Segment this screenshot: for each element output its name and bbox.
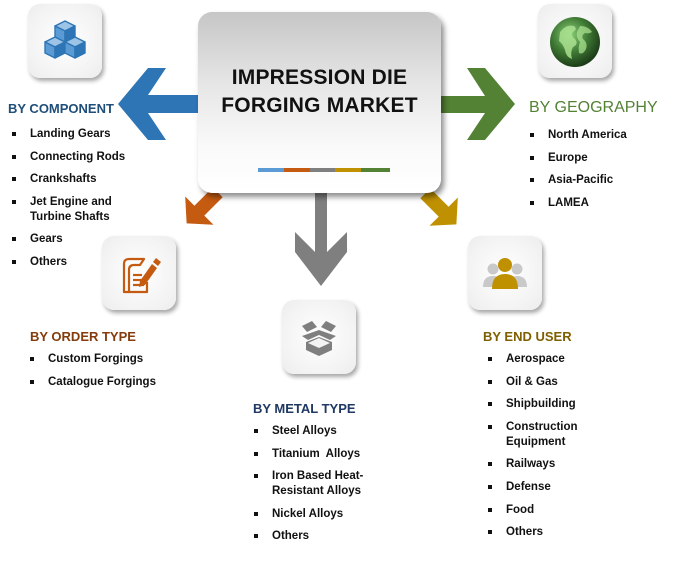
list-item: Custom Forgings — [30, 352, 156, 367]
color-bar-blue — [258, 168, 284, 172]
list-item: Construction Equipment — [488, 420, 586, 450]
list-item-text: Railways — [506, 458, 556, 471]
color-bar-gold — [335, 168, 361, 172]
component-icon-tile — [28, 4, 102, 78]
geography-list: North America Europe Asia-Pacific LAMEA — [530, 128, 627, 218]
center-title-box: IMPRESSION DIE FORGING MARKET — [198, 12, 441, 193]
cubes-icon — [44, 20, 86, 59]
list-item-text: Construction Equipment — [506, 420, 578, 448]
list-item-text: Custom Forgings — [48, 353, 144, 365]
color-bar-green — [361, 168, 390, 172]
list-item: Others — [12, 255, 125, 270]
color-bar-grey — [310, 168, 335, 172]
list-item-text: Oil & Gas — [506, 375, 558, 388]
list-item: Shipbuilding — [488, 397, 586, 412]
list-item-text: Others — [30, 255, 68, 268]
list-item-text: Catalogue Forgings — [48, 375, 156, 388]
list-item: Food — [488, 503, 586, 518]
end-user-icon-tile — [468, 236, 542, 310]
list-item-text: North America — [548, 129, 627, 141]
list-item: LAMEA — [530, 196, 627, 211]
list-item: Railways — [488, 457, 586, 472]
list-item: Crankshafts — [12, 172, 125, 187]
geography-heading: BY GEOGRAPHY — [529, 99, 658, 116]
list-item: Catalogue Forgings — [30, 375, 156, 390]
color-bar — [258, 168, 390, 172]
list-item-text: Gears — [30, 233, 63, 246]
list-item-text: Nickel Alloys — [272, 507, 344, 520]
metal-type-icon-tile — [282, 300, 356, 374]
color-bar-orange — [284, 168, 310, 172]
arrow-down-metal-type — [295, 193, 347, 286]
arrow-right-geography — [441, 68, 515, 140]
list-item-text: Iron Based Heat-Resistant Alloys — [272, 470, 364, 498]
list-item: Gears — [12, 232, 125, 247]
list-item: Oil & Gas — [488, 375, 586, 390]
list-item: Connecting Rods — [12, 150, 125, 165]
list-item-text: Defense — [506, 480, 551, 493]
title-line-2: FORGING MARKET — [221, 94, 418, 117]
component-list: Landing Gears Connecting Rods Crankshaft… — [12, 127, 125, 278]
list-item: Landing Gears — [12, 127, 125, 142]
list-item: Steel Alloys — [254, 424, 367, 439]
open-box-icon — [302, 321, 336, 356]
list-item-text: Food — [506, 503, 535, 516]
order-type-heading: BY ORDER TYPE — [30, 329, 136, 344]
list-item-text: Asia-Pacific — [548, 174, 614, 187]
list-item: Titanium Alloys — [254, 447, 367, 462]
document-edit-icon — [122, 257, 161, 294]
market-title: IMPRESSION DIE FORGING MARKET — [198, 64, 441, 120]
globe-icon — [550, 17, 600, 67]
list-item: Asia-Pacific — [530, 173, 627, 188]
arrow-left-component — [118, 68, 198, 140]
list-item: Aerospace — [488, 352, 586, 367]
list-item: Jet Engine and Turbine Shafts — [12, 195, 125, 225]
arrow-down-left-order-type — [185, 187, 223, 225]
list-item-text: Others — [506, 526, 544, 539]
list-item-text: Jet Engine and Turbine Shafts — [30, 195, 112, 223]
users-icon — [483, 258, 527, 289]
list-item-text: Landing Gears — [30, 128, 111, 140]
metal-type-heading: BY METAL TYPE — [253, 401, 356, 416]
list-item: Nickel Alloys — [254, 507, 367, 522]
arrow-down-right-end-user — [420, 188, 458, 226]
list-item-text: LAMEA — [548, 196, 589, 209]
list-item: Others — [488, 525, 586, 540]
list-item-text: Shipbuilding — [506, 398, 576, 411]
list-item-text: Crankshafts — [30, 173, 97, 186]
list-item: North America — [530, 128, 627, 143]
component-heading: BY COMPONENT — [8, 101, 114, 116]
list-item: Others — [254, 529, 367, 544]
order-type-icon-tile — [102, 236, 176, 310]
list-item: Iron Based Heat-Resistant Alloys — [254, 469, 367, 499]
metal-type-list: Steel Alloys Titanium Alloys Iron Based … — [254, 424, 367, 552]
end-user-list: Aerospace Oil & Gas Shipbuilding Constru… — [488, 352, 586, 548]
order-type-list: Custom Forgings Catalogue Forgings — [30, 352, 156, 397]
title-line-1: IMPRESSION DIE — [231, 66, 408, 89]
list-item-text: Aerospace — [506, 353, 565, 365]
end-user-heading: BY END USER — [483, 329, 572, 344]
geography-icon-tile — [538, 4, 612, 78]
list-item-text: Titanium Alloys — [272, 447, 361, 460]
list-item-text: Europe — [548, 151, 588, 164]
list-item-text: Connecting Rods — [30, 150, 126, 163]
list-item: Defense — [488, 480, 586, 495]
list-item-text: Steel Alloys — [272, 425, 337, 437]
list-item: Europe — [530, 151, 627, 166]
list-item-text: Others — [272, 530, 310, 543]
